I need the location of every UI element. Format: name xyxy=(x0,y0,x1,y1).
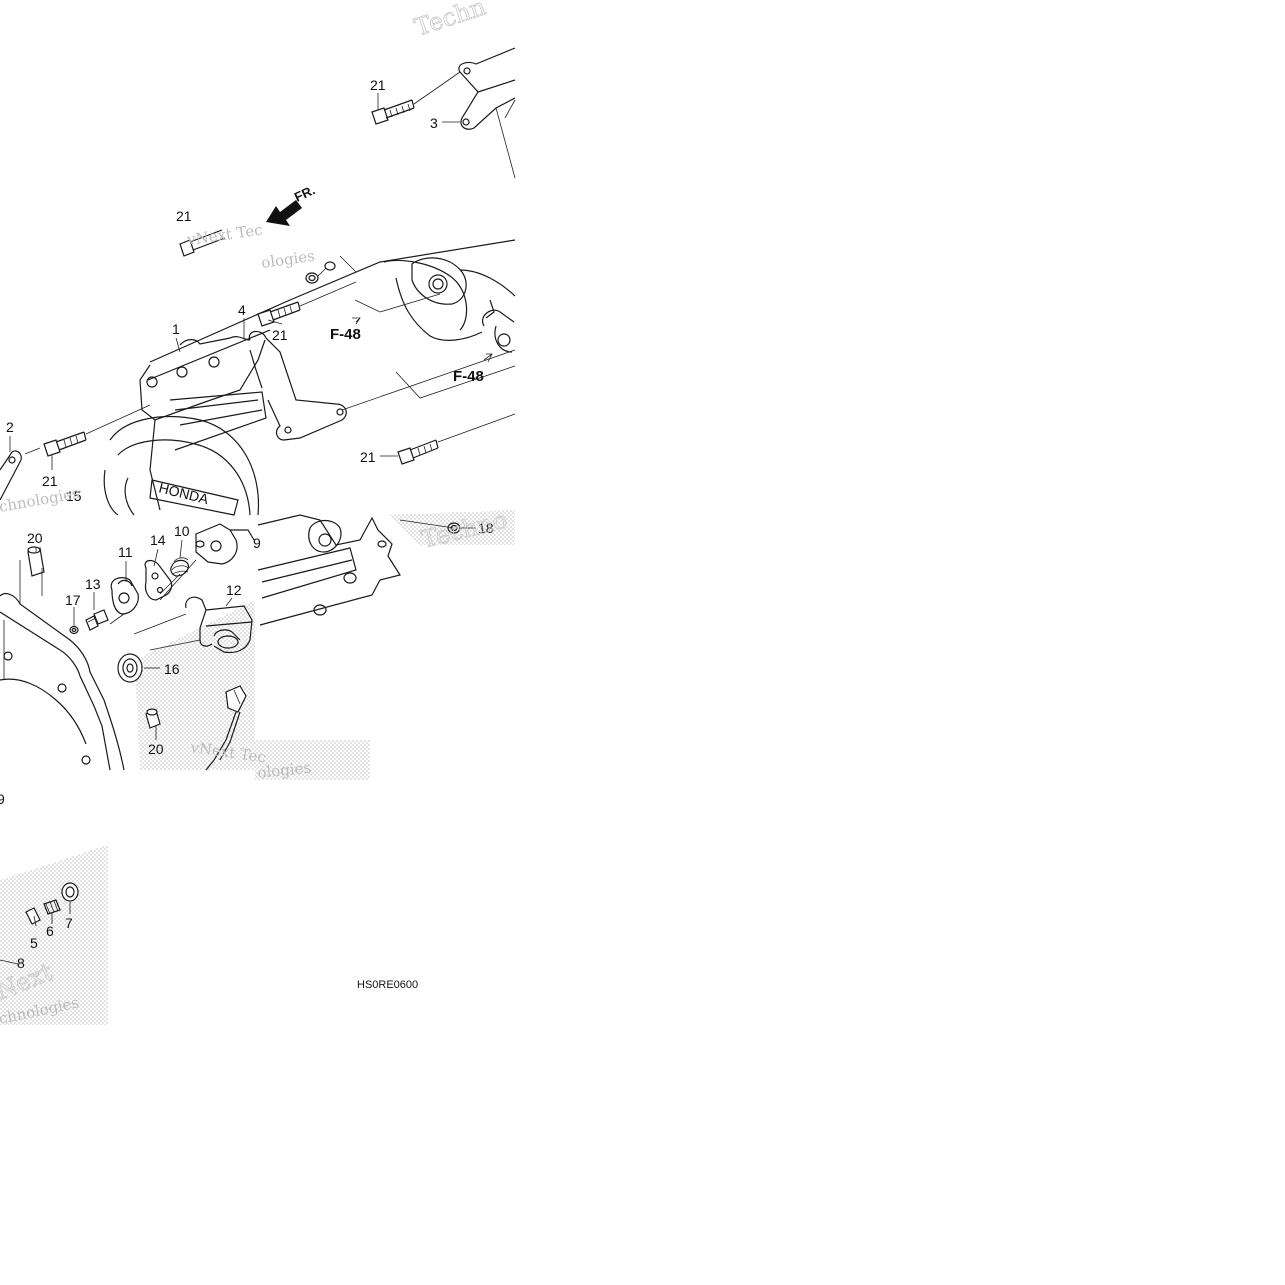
callout-3: 3 xyxy=(430,115,438,131)
callout-17: 17 xyxy=(65,592,81,608)
arm-14 xyxy=(144,559,173,601)
callout-12: 12 xyxy=(226,582,242,598)
bolt-21-lower xyxy=(397,439,439,465)
plug-5 xyxy=(25,907,41,925)
watermark: Techn xyxy=(411,0,489,42)
front-arrow-icon: FR. xyxy=(266,182,317,226)
watermark: ologies xyxy=(260,247,316,272)
bolt-21-upper-left xyxy=(179,229,226,257)
callout-18: 18 xyxy=(478,520,494,536)
gearbox-lower xyxy=(257,514,401,626)
reference-f48: F-48 xyxy=(330,326,361,343)
callout-16: 16 xyxy=(164,661,180,677)
construction-line xyxy=(413,71,461,105)
callout-1: 1 xyxy=(172,321,180,337)
drawing-code: HS0RE0600 xyxy=(357,979,418,991)
callout-13: 13 xyxy=(85,576,101,592)
shading xyxy=(0,510,515,1025)
spring-10 xyxy=(170,557,189,577)
callout-14: 14 xyxy=(150,532,166,548)
callout-21: 21 xyxy=(360,449,376,465)
brand-plaque: HONDA xyxy=(149,479,239,516)
transmission-housing: HONDA xyxy=(103,239,516,516)
bolt-13 xyxy=(85,609,109,631)
callout-5: 5 xyxy=(30,935,38,951)
bolt-21-middle xyxy=(257,301,301,327)
callout-11: 11 xyxy=(118,544,133,560)
callout-10: 10 xyxy=(174,523,190,539)
watermark: ologies xyxy=(257,758,312,782)
callout-2: 2 xyxy=(6,419,14,435)
bolt-21-top xyxy=(371,99,415,125)
cap-7 xyxy=(61,882,79,902)
reference-f48: F-48 xyxy=(453,368,484,385)
leaders xyxy=(9,93,493,927)
callout-21: 21 xyxy=(176,208,192,224)
housing-right-lobe xyxy=(383,257,516,353)
callout-21: 21 xyxy=(272,327,288,343)
front-arrow-label: FR. xyxy=(292,182,317,204)
callout-8: 8 xyxy=(17,955,25,971)
brand-mark: HONDA xyxy=(157,479,211,507)
spring-6 xyxy=(43,899,61,915)
collar-20-lower xyxy=(145,708,161,729)
callout-6: 6 xyxy=(46,923,54,939)
callout-9: 9 xyxy=(0,791,5,807)
shift-fork-12 xyxy=(185,596,253,654)
page-references: F-48 F-48 xyxy=(330,326,484,385)
callout-15: 15 xyxy=(66,488,82,504)
nut-washer-upper xyxy=(305,261,336,284)
callout-7: 7 xyxy=(65,915,73,931)
bracket-part-3 xyxy=(458,47,516,179)
callouts: 21 3 21 4 1 21 2 21 15 21 20 11 14 10 9 … xyxy=(0,77,494,971)
dipstick xyxy=(205,685,247,771)
watermark: vNext Tec xyxy=(185,221,264,250)
bolt-21-left xyxy=(43,431,87,457)
plate-11 xyxy=(110,577,139,615)
callout-21: 21 xyxy=(370,77,386,93)
callout-9: 9 xyxy=(253,535,261,551)
part-2-bracket xyxy=(0,450,22,501)
callout-20: 20 xyxy=(27,530,43,546)
construction-lines xyxy=(24,255,516,455)
washer-17 xyxy=(69,625,79,635)
callout-21: 21 xyxy=(42,473,58,489)
callout-20: 20 xyxy=(148,741,164,757)
bearing-16 xyxy=(117,653,143,683)
drum-9 xyxy=(195,523,255,565)
callout-4: 4 xyxy=(238,302,246,318)
watermark: chnologies xyxy=(0,484,81,516)
lower-construction-lines xyxy=(0,519,455,965)
cover-gasket xyxy=(0,560,125,771)
